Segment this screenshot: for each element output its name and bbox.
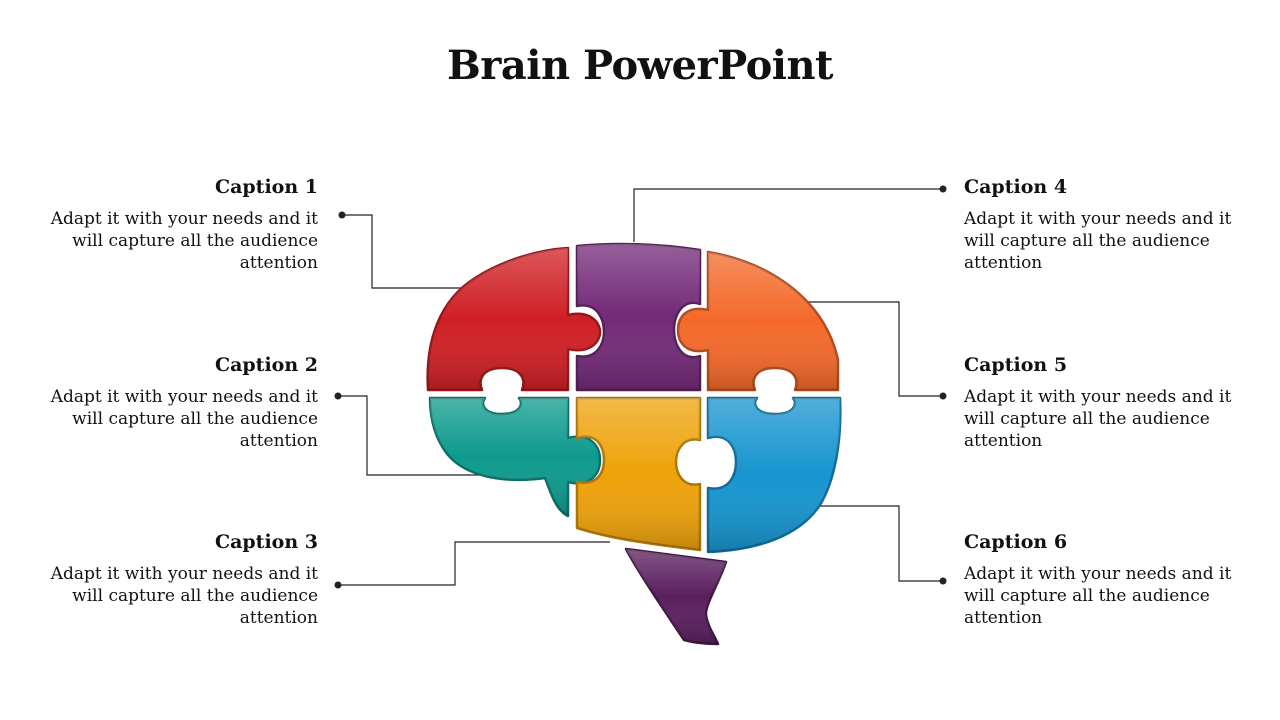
caption-1: Caption 1 Adapt it with your needs and i… [50, 175, 318, 274]
caption-3: Caption 3 Adapt it with your needs and i… [50, 530, 318, 629]
dot-caption-3 [334, 581, 342, 589]
dot-caption-1 [338, 211, 346, 219]
puzzle-piece-orange [676, 250, 840, 392]
caption-4-text: Adapt it with your needs and it will cap… [964, 209, 1232, 273]
caption-3-title: Caption 3 [214, 531, 318, 553]
caption-5-title: Caption 5 [964, 354, 1068, 376]
dot-caption-2 [334, 392, 342, 400]
connector-caption-2 [338, 395, 482, 476]
dot-caption-5 [939, 392, 947, 400]
dot-caption-4 [939, 185, 947, 193]
caption-1-text: Adapt it with your needs and it will cap… [50, 209, 318, 273]
caption-5-text: Adapt it with your needs and it will cap… [964, 387, 1232, 451]
puzzle-piece-blue [706, 396, 842, 554]
caption-4-title: Caption 4 [964, 176, 1068, 198]
caption-1-title: Caption 1 [214, 176, 318, 198]
caption-4: Caption 4 Adapt it with your needs and i… [964, 175, 1234, 274]
puzzle-piece-red [426, 246, 602, 392]
connector-caption-6 [820, 505, 943, 582]
connector-caption-3 [338, 541, 610, 586]
puzzle-piece-stem [624, 547, 728, 646]
dot-caption-6 [939, 577, 947, 585]
connector-lines [338, 188, 943, 586]
caption-2: Caption 2 Adapt it with your needs and i… [50, 353, 318, 452]
caption-2-title: Caption 2 [214, 354, 318, 376]
puzzle-piece-teal [428, 396, 602, 518]
slide-title: Brain PowerPoint [446, 42, 834, 89]
caption-6: Caption 6 Adapt it with your needs and i… [964, 530, 1234, 629]
connector-caption-1 [342, 214, 480, 289]
caption-3-text: Adapt it with your needs and it will cap… [50, 564, 318, 628]
caption-6-title: Caption 6 [964, 531, 1068, 553]
caption-6-text: Adapt it with your needs and it will cap… [964, 564, 1232, 628]
caption-5: Caption 5 Adapt it with your needs and i… [964, 353, 1234, 452]
connector-caption-4 [633, 188, 943, 242]
caption-2-text: Adapt it with your needs and it will cap… [50, 387, 318, 451]
brain-puzzle [426, 242, 842, 646]
connector-dots [334, 185, 947, 589]
connector-caption-5 [782, 301, 943, 397]
